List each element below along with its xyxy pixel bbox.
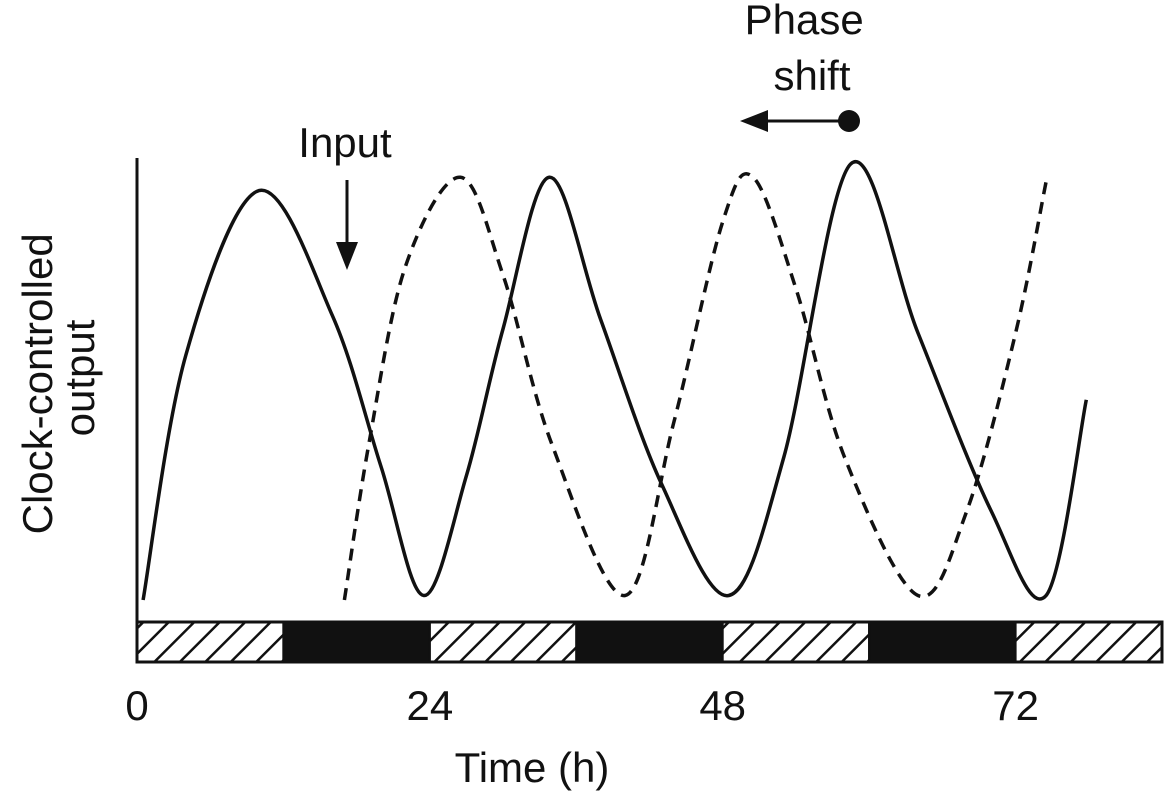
phase-shift-annotation: Phase shift bbox=[740, 0, 876, 132]
phase-shift-dot-icon bbox=[838, 110, 860, 132]
light-period-segment bbox=[136, 621, 285, 663]
dark-period-segment bbox=[282, 621, 431, 663]
light-period-segment bbox=[1014, 621, 1163, 663]
input-arrow-head-icon bbox=[336, 242, 358, 270]
phase-shift-arrow-head-icon bbox=[740, 110, 768, 132]
x-axis-label: Time (h) bbox=[455, 744, 610, 791]
x-tick-label: 48 bbox=[699, 682, 746, 729]
series-line-solid bbox=[141, 159, 1089, 601]
y-axis-label-line-1: Clock-controlled bbox=[14, 233, 61, 534]
phase-shift-label: Phase shift bbox=[745, 0, 876, 99]
x-tick-labels: 0 24 48 72 bbox=[125, 682, 1039, 729]
light-period-segment bbox=[721, 621, 871, 663]
y-axis-label: Clock-controlled output bbox=[14, 222, 103, 535]
series-layer bbox=[141, 159, 1089, 601]
x-tick-label: 72 bbox=[992, 682, 1039, 729]
light-dark-bar-frame bbox=[135, 620, 1164, 664]
light-period-segment bbox=[428, 621, 578, 663]
series-line-dashed bbox=[342, 171, 1048, 601]
phase-shift-label-line-1: Phase bbox=[745, 0, 864, 43]
light-dark-bar bbox=[135, 620, 1164, 664]
dark-period-segment bbox=[868, 621, 1017, 663]
x-tick-label: 0 bbox=[125, 682, 148, 729]
input-annotation: Input bbox=[298, 119, 392, 270]
input-label: Input bbox=[298, 119, 392, 166]
dark-period-segment bbox=[575, 621, 724, 663]
y-axis-label-line-2: output bbox=[56, 319, 103, 436]
x-tick-label: 24 bbox=[407, 682, 454, 729]
phase-shift-label-line-2: shift bbox=[773, 52, 850, 99]
